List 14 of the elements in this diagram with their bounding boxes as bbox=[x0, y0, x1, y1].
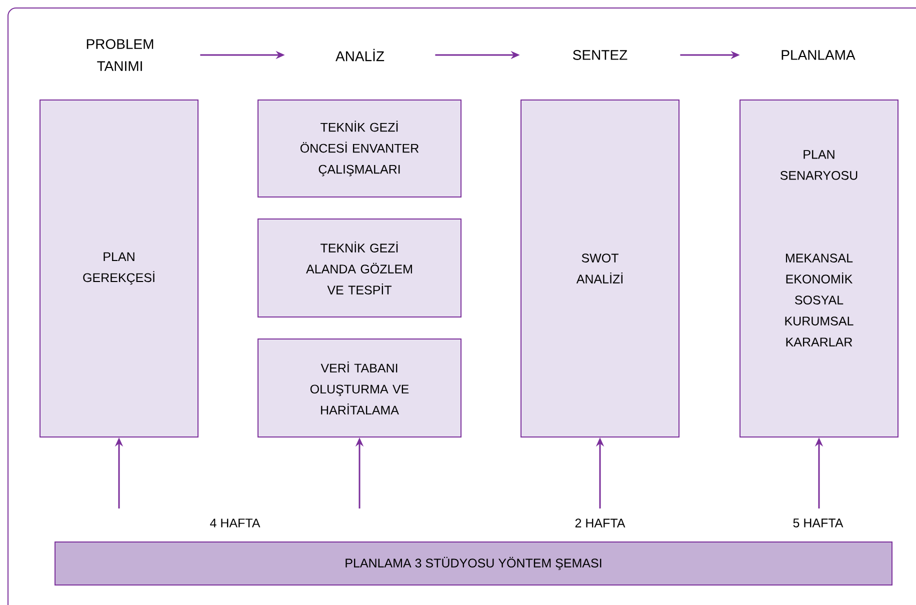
duration-label: 5 HAFTA bbox=[793, 518, 844, 528]
process-box: VERİ TABANI OLUŞTURMA VE HARİTALAMA bbox=[258, 338, 462, 438]
process-box: PLAN GEREKÇESİ bbox=[40, 100, 198, 438]
process-box: TEKNİK GEZİ ÖNCESİ ENVANTER ÇALIŞMALARI bbox=[258, 100, 462, 198]
process-box: TEKNİK GEZİ ALANDA GÖZLEM VE TESPİT bbox=[258, 218, 462, 318]
duration-label: 2 HAFTA bbox=[575, 518, 626, 528]
process-box: SWOT ANALİZİ bbox=[520, 100, 680, 438]
stage-heading: PLANLAMA bbox=[782, 50, 856, 60]
title-bar: PLANLAMA 3 STÜDYOSU YÖNTEM ŞEMASI bbox=[54, 541, 892, 586]
stage-heading: SENTEZ bbox=[573, 50, 628, 60]
process-box: PLAN SENARYOSU MEKANSAL EKONOMİK SOSYAL KURUMSAL KARARLAR bbox=[740, 100, 898, 438]
stage-heading: PROBLEM TANIMI bbox=[86, 39, 154, 71]
duration-label: 4 HAFTA bbox=[210, 518, 260, 528]
stage-heading: ANALİZ bbox=[336, 48, 384, 62]
